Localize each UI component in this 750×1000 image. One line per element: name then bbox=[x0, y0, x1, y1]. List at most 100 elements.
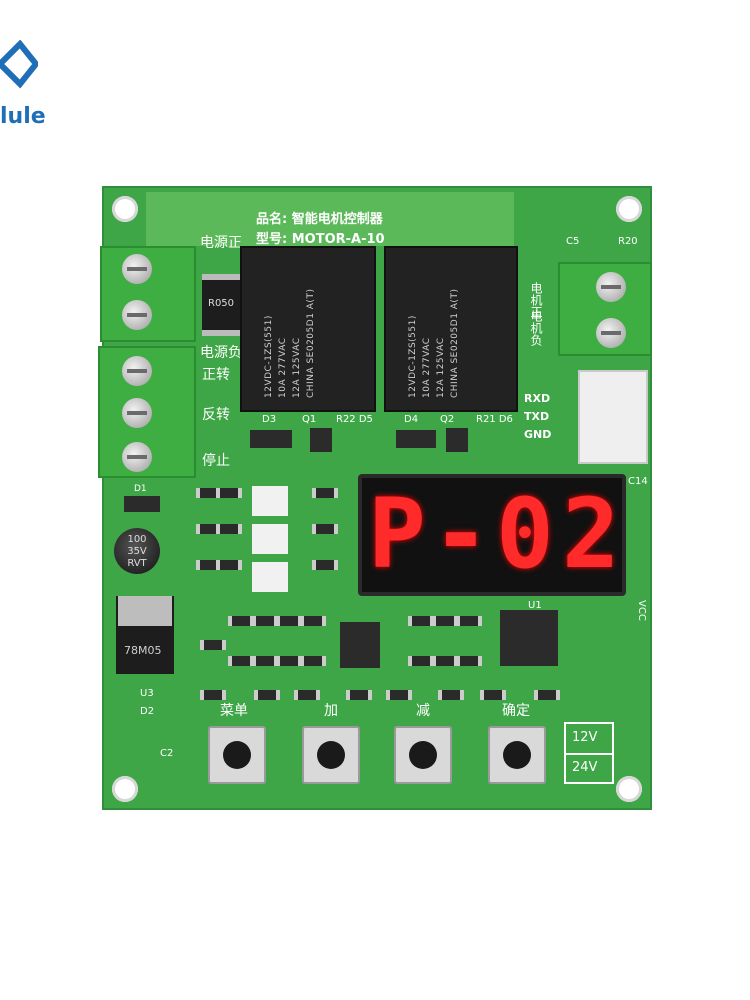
d2-label: D2 bbox=[140, 706, 155, 717]
ic-chip bbox=[340, 622, 380, 668]
u1-label: U1 bbox=[528, 600, 542, 611]
mcu-chip bbox=[500, 610, 558, 666]
regulator-tab bbox=[118, 596, 172, 626]
smd-resistor bbox=[346, 690, 372, 700]
terminal-screw[interactable] bbox=[122, 300, 152, 330]
forward-label: 正转 bbox=[202, 367, 230, 383]
menu-button-label: 菜单 bbox=[220, 703, 248, 719]
rxd-label: RXD bbox=[524, 392, 551, 405]
smd-resistor bbox=[216, 488, 242, 498]
terminal-screw[interactable] bbox=[122, 442, 152, 472]
u3-label: U3 bbox=[140, 688, 154, 699]
c5-label: C5 bbox=[566, 236, 580, 247]
minus-button-label: 减 bbox=[416, 703, 430, 719]
smd-resistor bbox=[200, 640, 226, 650]
regulator-label: 78M05 bbox=[124, 644, 162, 657]
uart-connector[interactable] bbox=[578, 370, 648, 464]
c14-label: C14 bbox=[628, 476, 648, 487]
smd-resistor bbox=[432, 656, 458, 666]
smd-resistor bbox=[252, 656, 278, 666]
pcb-antenna-area bbox=[146, 192, 514, 246]
smd-resistor bbox=[228, 616, 254, 626]
voltage-select-box bbox=[564, 722, 614, 784]
logo-diamond-icon bbox=[0, 40, 38, 89]
relay-1: 12VDC-1ZS(551) 10A 277VAC 12A 125VAC CHI… bbox=[240, 246, 376, 412]
shunt-resistor bbox=[202, 274, 242, 336]
menu-button[interactable] bbox=[208, 726, 266, 784]
terminal-screw[interactable] bbox=[596, 272, 626, 302]
relay-text: 12VDC-1ZS(551) 10A 277VAC 12A 125VAC CHI… bbox=[264, 288, 316, 398]
smd-resistor bbox=[312, 524, 338, 534]
relay-text: 12VDC-1ZS(551) 10A 277VAC 12A 125VAC CHI… bbox=[408, 288, 460, 398]
model-label: 型号: MOTOR-A-10 bbox=[256, 232, 385, 247]
transistor-q1 bbox=[310, 428, 332, 452]
smd-resistor bbox=[228, 656, 254, 666]
power-pos-label: 电源正 bbox=[200, 235, 242, 251]
terminal-screw[interactable] bbox=[122, 398, 152, 428]
mounting-hole bbox=[112, 196, 138, 222]
minus-button[interactable] bbox=[394, 726, 452, 784]
d3-label: D3 bbox=[262, 414, 277, 425]
power-neg-label: 电源负 bbox=[200, 345, 242, 361]
display-digit-4: 2 bbox=[562, 478, 620, 590]
confirm-button-label: 确定 bbox=[502, 703, 530, 719]
smd-resistor bbox=[254, 690, 280, 700]
terminal-screw[interactable] bbox=[122, 254, 152, 284]
vcc-label: VCC bbox=[636, 600, 647, 621]
motor-neg-label: 电机负 bbox=[529, 310, 543, 346]
smd-resistor bbox=[408, 656, 434, 666]
r20-label: R20 bbox=[618, 236, 638, 247]
relay-2: 12VDC-1ZS(551) 10A 277VAC 12A 125VAC CHI… bbox=[384, 246, 518, 412]
stop-label: 停止 bbox=[202, 453, 230, 469]
button-cap[interactable] bbox=[409, 741, 437, 769]
terminal-screw[interactable] bbox=[596, 318, 626, 348]
smd-resistor bbox=[534, 690, 560, 700]
logo-text: lule bbox=[0, 104, 46, 129]
d4-label: D4 bbox=[404, 414, 419, 425]
smd-resistor bbox=[300, 616, 326, 626]
d1-label: D1 bbox=[134, 484, 147, 494]
smd-resistor bbox=[216, 524, 242, 534]
display-digit-3: 0 bbox=[496, 478, 554, 590]
optocoupler bbox=[252, 562, 288, 592]
smd-resistor bbox=[456, 616, 482, 626]
q1-label: Q1 bbox=[302, 414, 317, 425]
r21-d6-label: R21 D6 bbox=[476, 414, 513, 425]
display-digit-2: - bbox=[432, 478, 490, 590]
smd-resistor bbox=[312, 560, 338, 570]
terminal-screw[interactable] bbox=[122, 356, 152, 386]
smd-resistor bbox=[432, 616, 458, 626]
motor-pos-label: 电机正 bbox=[529, 282, 543, 318]
button-cap[interactable] bbox=[223, 741, 251, 769]
voltage-24v-label: 24V bbox=[572, 760, 598, 775]
confirm-button[interactable] bbox=[488, 726, 546, 784]
transistor-q2 bbox=[446, 428, 468, 452]
smd-resistor bbox=[276, 656, 302, 666]
plus-button[interactable] bbox=[302, 726, 360, 784]
smd-resistor bbox=[408, 616, 434, 626]
mounting-hole bbox=[112, 776, 138, 802]
voltage-12v-label: 12V bbox=[572, 730, 598, 745]
smd-resistor bbox=[294, 690, 320, 700]
gnd-label: GND bbox=[524, 428, 552, 441]
reverse-label: 反转 bbox=[202, 407, 230, 423]
q2-label: Q2 bbox=[440, 414, 455, 425]
smd-resistor bbox=[200, 690, 226, 700]
smd-resistor bbox=[438, 690, 464, 700]
txd-label: TXD bbox=[524, 410, 550, 423]
smd-resistor bbox=[252, 616, 278, 626]
r22-d5-label: R22 D5 bbox=[336, 414, 373, 425]
optocoupler bbox=[252, 486, 288, 516]
c2-label: C2 bbox=[160, 748, 174, 759]
button-cap[interactable] bbox=[317, 741, 345, 769]
smd-resistor bbox=[386, 690, 412, 700]
product-name-label: 品名: 智能电机控制器 bbox=[256, 212, 383, 227]
smd-resistor bbox=[456, 656, 482, 666]
diode-d4 bbox=[396, 430, 436, 448]
seven-segment-display bbox=[358, 474, 626, 596]
mounting-hole bbox=[616, 196, 642, 222]
smd-resistor bbox=[480, 690, 506, 700]
button-cap[interactable] bbox=[503, 741, 531, 769]
smd-resistor bbox=[276, 616, 302, 626]
smd-resistor bbox=[300, 656, 326, 666]
